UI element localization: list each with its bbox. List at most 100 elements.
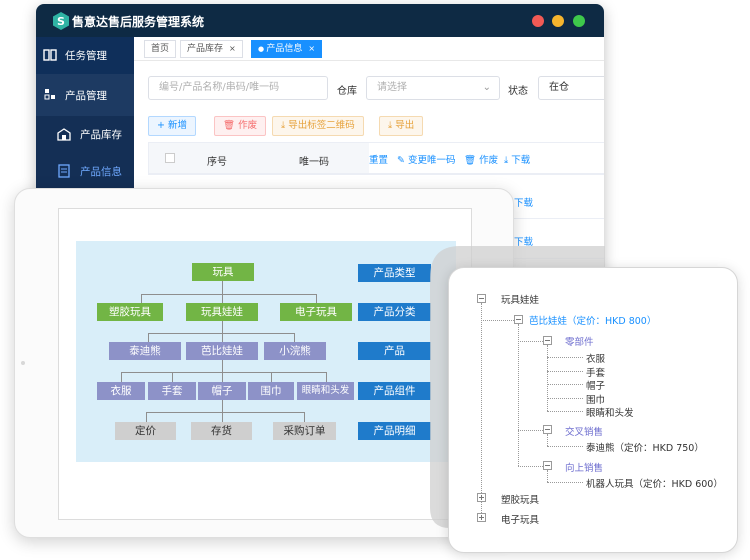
- export-button[interactable]: ⤓ 导出: [379, 116, 424, 136]
- tree-node-root[interactable]: 玩具娃娃: [501, 295, 540, 306]
- tree-leaf[interactable]: 眼睛和头发: [586, 408, 634, 419]
- tree-node-plastic[interactable]: 塑胶玩具: [501, 495, 540, 506]
- status-label: 状态: [508, 86, 528, 97]
- chart-node-component: 衣服: [97, 382, 145, 400]
- search-placeholder: 编号/产品名称/串码/唯一码: [159, 82, 280, 93]
- sidebar-item-product-management[interactable]: 产品管理: [36, 74, 134, 116]
- book-icon: [43, 49, 57, 61]
- level-label: 产品: [358, 342, 431, 360]
- column-header-index: 序号: [207, 157, 227, 168]
- tree-leaf[interactable]: 围巾: [586, 395, 606, 406]
- chart-node-product: 小浣熊: [264, 342, 326, 360]
- collapse-icon[interactable]: [543, 425, 552, 434]
- expand-icon[interactable]: [477, 493, 486, 502]
- action-column-header: 重置 ✎ 变更唯一码 🗑 作废 ⤓ 下载: [369, 143, 604, 173]
- warehouse-placeholder: 请选择: [377, 82, 407, 93]
- chevron-down-icon: ⌄: [482, 82, 491, 93]
- download-link[interactable]: ⤓ 下载: [504, 152, 530, 166]
- change-code-link[interactable]: ✎ 变更唯一码: [397, 152, 456, 166]
- tab-product-inventory[interactable]: 产品库存 ×: [180, 40, 243, 58]
- download-icon: ⤓: [281, 120, 289, 131]
- trash-icon: 🗑: [464, 155, 480, 166]
- void-button[interactable]: 🗑 作废: [214, 116, 267, 136]
- select-all-checkbox[interactable]: [165, 153, 175, 163]
- app-title: 售意达售后服务管理系统: [72, 15, 205, 29]
- close-window-button[interactable]: [532, 15, 544, 27]
- tab-label: 首页: [151, 44, 170, 54]
- warehouse-icon: [57, 128, 71, 141]
- tree-node-electronic[interactable]: 电子玩具: [501, 515, 540, 526]
- warehouse-label: 仓库: [337, 86, 357, 97]
- export-label: 导出: [395, 120, 415, 131]
- export-qr-label: 导出标签二维码: [288, 120, 355, 131]
- level-label: 产品明细: [358, 422, 431, 440]
- tab-label: 产品库存: [187, 44, 224, 54]
- close-icon[interactable]: ×: [308, 44, 316, 53]
- tab-label: 产品信息: [266, 44, 303, 54]
- reset-link[interactable]: 重置: [369, 155, 389, 166]
- sidebar-item-label: 产品库存: [80, 129, 122, 141]
- collapse-icon[interactable]: [543, 336, 552, 345]
- search-input[interactable]: 编号/产品名称/串码/唯一码: [148, 76, 328, 100]
- tree-leaf[interactable]: 帽子: [586, 381, 606, 392]
- sidebar-item-product-inventory[interactable]: 产品库存: [36, 116, 134, 153]
- row-download-link[interactable]: 下载: [514, 198, 534, 209]
- sidebar-item-label: 任务管理: [65, 50, 107, 62]
- tree-leaf[interactable]: 机器人玩具（定价：HKD 600）: [586, 479, 723, 490]
- sidebar-item-product-info[interactable]: 产品信息: [36, 153, 134, 190]
- document-icon: [58, 164, 70, 178]
- sidebar-item-label: 产品管理: [65, 90, 107, 102]
- export-qr-button[interactable]: ⤓ 导出标签二维码: [272, 116, 364, 136]
- change-code-label: 变更唯一码: [407, 155, 456, 166]
- chart-node-category: 塑胶玩具: [97, 303, 163, 321]
- download-icon: ⤓: [504, 155, 512, 166]
- void-label: 作废: [238, 120, 258, 131]
- chart-node-detail: 存货: [191, 422, 252, 440]
- edit-icon: ✎: [397, 155, 408, 166]
- svg-text:S: S: [57, 15, 65, 28]
- expand-icon[interactable]: [477, 513, 486, 522]
- tree-leaf[interactable]: 手套: [586, 368, 606, 379]
- sidebar-item-task-management[interactable]: 任务管理: [36, 37, 134, 74]
- chart-node-detail: 采购订单: [273, 422, 336, 440]
- collapse-icon[interactable]: [514, 315, 523, 324]
- level-label: 产品组件: [358, 382, 431, 400]
- chart-node-component: 手套: [148, 382, 196, 400]
- product-tree-panel: [448, 267, 738, 553]
- collapse-icon[interactable]: [477, 294, 486, 303]
- download-link-label: 下载: [511, 155, 531, 166]
- collapse-icon[interactable]: [543, 461, 552, 470]
- chart-node-category: 电子玩具: [280, 303, 352, 321]
- chart-node-component: 帽子: [198, 382, 246, 400]
- tab-product-info[interactable]: ● 产品信息 ×: [251, 40, 323, 58]
- minimize-window-button[interactable]: [552, 15, 564, 27]
- close-icon[interactable]: ×: [229, 44, 236, 53]
- tab-home[interactable]: 首页: [144, 40, 177, 58]
- maximize-window-button[interactable]: [573, 15, 585, 27]
- warehouse-select[interactable]: 请选择 ⌄: [366, 76, 500, 100]
- add-button[interactable]: + 新增: [148, 116, 196, 136]
- tree-node-up-sell[interactable]: 向上销售: [565, 463, 604, 474]
- status-select[interactable]: 在仓: [538, 76, 604, 100]
- chart-node-detail: 定价: [115, 422, 176, 440]
- level-label: 产品分类: [358, 303, 431, 321]
- void-link[interactable]: 🗑 作废: [464, 152, 498, 166]
- sidebar-item-label: 产品信息: [80, 166, 122, 178]
- tree-node-parts[interactable]: 零部件: [565, 337, 594, 348]
- tablet-camera-dot: [21, 361, 25, 365]
- row-download-link[interactable]: 下载: [514, 237, 534, 248]
- tree-leaf[interactable]: 衣服: [586, 354, 606, 365]
- tree-node-barbie[interactable]: 芭比娃娃（定价：HKD 800）: [529, 316, 657, 327]
- level-label: 产品类型: [358, 264, 431, 282]
- column-header-unique-code: 唯一码: [299, 157, 329, 168]
- chart-node-root: 玩具: [192, 263, 254, 281]
- app-logo-icon: S: [53, 12, 69, 30]
- tree-leaf[interactable]: 泰迪熊（定价：HKD 750）: [586, 443, 704, 454]
- dot-icon: ●: [258, 45, 267, 53]
- cube-icon: [44, 89, 55, 100]
- void-link-label: 作废: [479, 155, 499, 166]
- status-value: 在仓: [549, 82, 569, 93]
- chart-node-component: 眼睛和头发: [297, 382, 354, 400]
- tab-bar: 首页 产品库存 × ● 产品信息 ×: [134, 37, 604, 61]
- tree-node-cross-sell[interactable]: 交叉销售: [565, 427, 604, 438]
